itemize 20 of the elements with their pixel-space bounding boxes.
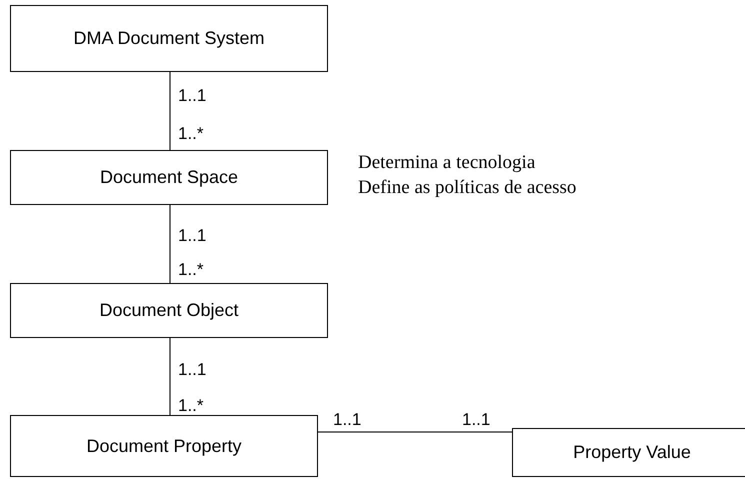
note-text: Define as políticas de acesso [358,177,576,199]
class-box [10,150,328,205]
multiplicity-label: 1..1 [178,226,206,246]
class-box [10,283,328,338]
class-name: DMA Document System [73,28,265,49]
note-text: Determina a tecnologia [358,152,536,174]
multiplicity-label: 1..1 [178,360,206,380]
class-name: Document Object [99,300,239,321]
class-box [10,5,328,72]
multiplicity-label: 1..1 [178,86,206,106]
multiplicity-label: 1..* [178,396,204,416]
multiplicity-label: 1..1 [462,410,490,430]
class-name: Property Value [573,442,691,463]
multiplicity-label: 1..* [178,260,204,280]
class-box [10,415,318,477]
multiplicity-label: 1..* [178,124,204,144]
class-name: Document Property [86,436,242,456]
multiplicity-label: 1..1 [333,410,362,430]
class-name: Document Space [100,167,238,188]
class-box [512,428,745,477]
